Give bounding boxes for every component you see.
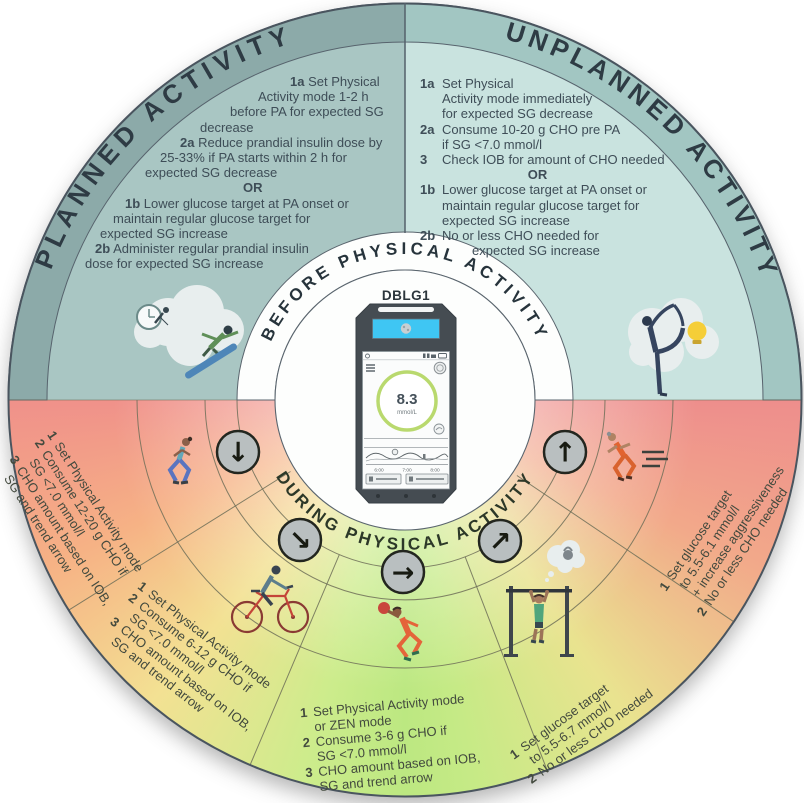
arrow-circle	[215, 429, 261, 475]
instruction-line: dose for expected SG increase	[85, 256, 264, 272]
instruction-line: 1a Set Physical	[290, 74, 380, 89]
jogger-icon	[167, 436, 193, 485]
ball-icon	[378, 602, 390, 614]
instruction-line: expected SG decrease	[145, 165, 278, 181]
instruction-line: expected SG increase	[472, 243, 600, 259]
arrow-circle	[542, 429, 588, 475]
segment-divider-2	[249, 554, 340, 765]
down-right-arrow-icon: ↘	[289, 526, 312, 557]
glucose-graph: 6:00 7:00 8:00	[365, 448, 449, 474]
sprinter-icon	[606, 431, 668, 482]
time-label-1: 6:00	[374, 468, 384, 474]
segment-divider-3	[464, 556, 548, 770]
trend-arrow-down-right: ↘	[277, 517, 323, 563]
arrow-circle	[477, 518, 523, 564]
instruction-line-or: OR	[243, 180, 263, 196]
instruction-line: decrease	[200, 119, 254, 135]
arrow-circle	[277, 517, 323, 563]
instruction-line: expected SG increase	[100, 226, 228, 242]
up-arrow-icon: ↑	[554, 438, 577, 469]
graph-marker-icon	[391, 448, 399, 456]
trend-icon	[433, 423, 445, 435]
device-speaker	[378, 307, 434, 312]
status-bar	[362, 353, 450, 361]
up-right-arrow-icon: ↗	[489, 527, 512, 558]
sg-ring	[376, 370, 438, 432]
trend-arrow-down: ↓	[215, 429, 261, 475]
down-arrow-icon: ↓	[227, 438, 250, 469]
sg-value: 8.3	[397, 391, 418, 408]
graph-flag-icon	[423, 454, 426, 459]
nav-dots[interactable]	[376, 494, 436, 498]
instruction-line: before PA for expected SG	[230, 104, 384, 120]
pullup-bar-icon	[504, 540, 585, 657]
cloud-clock-snowboarder-icon	[134, 285, 244, 379]
mode-badge-icon[interactable]	[433, 361, 447, 375]
segment-divider-1	[68, 471, 291, 611]
icon-ring-arc	[136, 399, 674, 669]
trend-arrow-up-right: ↗	[477, 518, 523, 564]
dblg1-device: DBLG1	[355, 288, 457, 504]
sg-unit: mmol/L	[397, 410, 417, 416]
cyclist-icon	[230, 565, 310, 634]
instruction-line: 1b Lower glucose target at PA onset or	[125, 195, 349, 211]
weight-thought-icon	[545, 540, 585, 582]
instruction-line: Activity mode immediately	[442, 91, 593, 107]
lightbulb-icon	[687, 321, 707, 341]
handball-player-icon	[378, 602, 423, 662]
device-logo	[400, 323, 412, 334]
segment-divider-4	[516, 475, 734, 622]
planned-instructions: 1a Set Physical Activity mode 1-2 h befo…	[78, 74, 408, 272]
time-label-2: 7:00	[402, 468, 412, 474]
instruction-line: Activity mode 1-2 h	[258, 89, 369, 105]
instruction-line: 25-33% if PA starts within 2 h for	[160, 150, 347, 166]
primary-button[interactable]	[365, 473, 402, 485]
kettlebell-icon	[563, 550, 573, 560]
instruction-line: 2b Administer regular prandial insulin	[95, 241, 309, 257]
secondary-button[interactable]	[405, 473, 449, 485]
instruction-line: maintain regular glucose target for	[442, 197, 640, 213]
arrow-ring-arc	[204, 399, 606, 601]
cloud-bulb-yoga-icon	[628, 298, 719, 397]
right-arrow-icon: →	[392, 558, 415, 589]
trend-arrow-up: ↑	[542, 429, 588, 475]
arrow-circle	[380, 549, 426, 595]
instruction-line-or: OR	[527, 167, 548, 183]
instruction-line: 2a Reduce prandial insulin dose by	[180, 134, 383, 150]
instruction-line: if SG <7.0 mmol/l	[442, 136, 543, 152]
trend-arrow-right: →	[380, 549, 426, 595]
menu-icon[interactable]	[366, 364, 375, 372]
snowboard	[185, 343, 237, 379]
device-label: DBLG1	[382, 288, 430, 303]
time-label-3: 8:00	[430, 468, 440, 474]
instruction-line: expected SG increase	[442, 212, 570, 228]
instruction-line: for expected SG decrease	[442, 106, 594, 122]
speed-lines-icon	[642, 450, 668, 468]
instruction-line: maintain regular glucose target for	[113, 210, 311, 226]
